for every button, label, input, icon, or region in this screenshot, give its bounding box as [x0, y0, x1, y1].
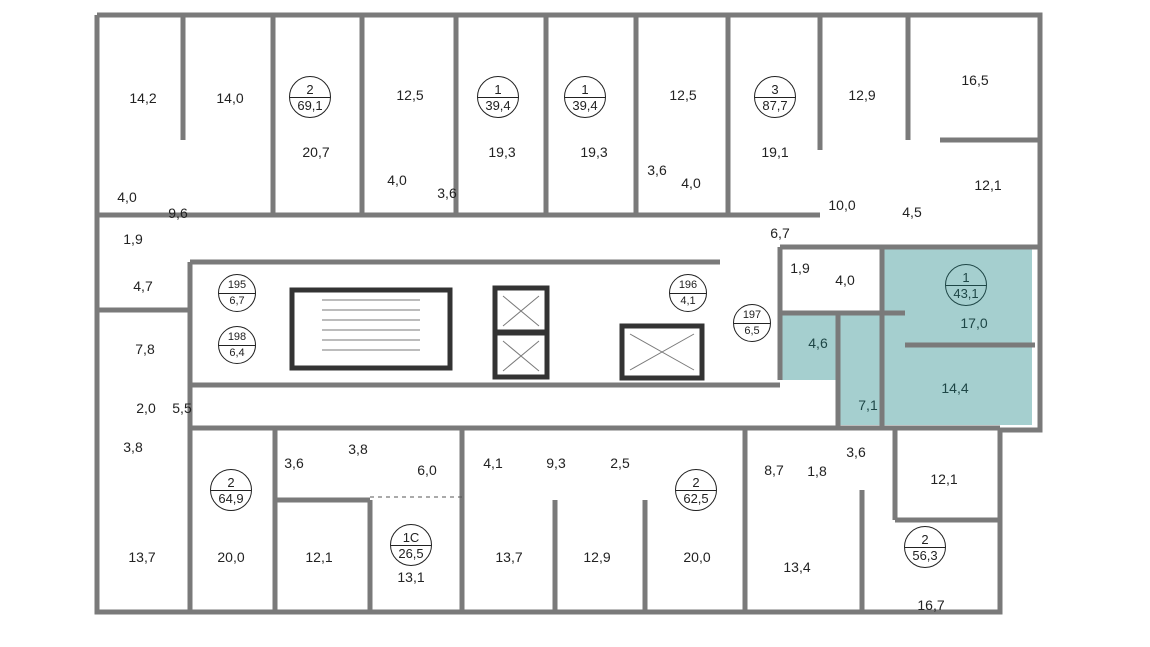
- room-area: 12,5: [396, 87, 424, 103]
- room-area: 4,0: [835, 272, 855, 288]
- room-area: 8,7: [764, 462, 784, 478]
- room-area: 4,5: [902, 204, 922, 220]
- room-area: 3,6: [437, 185, 457, 201]
- room-area: 12,9: [583, 549, 611, 565]
- elevator: [492, 330, 550, 380]
- apartment-area: 62,5: [683, 490, 709, 506]
- utility-number: 197: [734, 308, 770, 324]
- room-area: 12,9: [848, 87, 876, 103]
- room-area: 20,0: [683, 549, 711, 565]
- apartment-rooms: 3: [755, 82, 795, 98]
- room-area: 3,8: [348, 441, 368, 457]
- room-area: 6,7: [770, 225, 790, 241]
- room-area: 19,3: [488, 144, 516, 160]
- room-area: 4,0: [387, 172, 407, 188]
- apartment-rooms: 2: [290, 82, 330, 98]
- room-area: 4,7: [133, 278, 153, 294]
- room-area: 3,6: [647, 162, 667, 178]
- room-area: 7,8: [135, 341, 155, 357]
- room-area: 13,1: [397, 569, 425, 585]
- stairwell: [289, 287, 453, 371]
- utility-area: 6,5: [744, 324, 760, 337]
- room-area: 4,6: [808, 335, 828, 351]
- room-area: 14,4: [941, 380, 969, 396]
- room-area: 1,9: [123, 231, 143, 247]
- room-area: 4,1: [483, 455, 503, 471]
- room-area: 13,7: [128, 549, 156, 565]
- room-area: 3,8: [123, 439, 143, 455]
- apartment-area: 69,1: [297, 97, 323, 113]
- room-area: 4,0: [117, 189, 137, 205]
- room-area: 2,5: [610, 455, 630, 471]
- room-area: 12,5: [669, 87, 697, 103]
- elevator: [619, 323, 705, 381]
- room-area: 20,7: [302, 144, 330, 160]
- apartment-area: 87,7: [762, 97, 788, 113]
- room-area: 16,7: [917, 597, 945, 613]
- room-area: 3,6: [846, 444, 866, 460]
- room-area: 14,2: [129, 90, 157, 106]
- room-area: 16,5: [961, 72, 989, 88]
- apartment-rooms: 2: [905, 532, 945, 548]
- room-area: 1,9: [790, 260, 810, 276]
- room-area: 14,0: [216, 90, 244, 106]
- room-area: 12,1: [305, 549, 333, 565]
- utility-area: 4,1: [680, 294, 696, 307]
- room-area: 7,1: [858, 397, 878, 413]
- room-area: 20,0: [217, 549, 245, 565]
- utility-number: 198: [219, 330, 255, 346]
- room-area: 9,6: [168, 205, 188, 221]
- room-area: 19,3: [580, 144, 608, 160]
- room-area: 13,4: [783, 559, 811, 575]
- room-area: 1,8: [807, 463, 827, 479]
- room-area: 3,6: [284, 455, 304, 471]
- apartment-area: 26,5: [398, 545, 424, 561]
- room-area: 5,5: [172, 400, 192, 416]
- room-area: 2,0: [136, 400, 156, 416]
- apartment-rooms: 1C: [391, 530, 431, 546]
- room-area: 17,0: [960, 315, 988, 331]
- utility-number: 196: [670, 278, 706, 294]
- elevator: [492, 285, 550, 335]
- room-area: 12,1: [974, 177, 1002, 193]
- apartment-area: 39,4: [572, 97, 598, 113]
- room-area: 6,0: [417, 462, 437, 478]
- apartment-rooms: 2: [211, 475, 251, 491]
- apartment-rooms: 1: [565, 82, 605, 98]
- apartment-area: 64,9: [218, 490, 244, 506]
- room-area: 19,1: [761, 144, 789, 160]
- room-area: 10,0: [828, 197, 856, 213]
- apartment-rooms: 1: [478, 82, 518, 98]
- apartment-area: 39,4: [485, 97, 511, 113]
- room-area: 9,3: [546, 455, 566, 471]
- apartment-rooms: 2: [676, 475, 716, 491]
- utility-area: 6,4: [229, 346, 245, 359]
- utility-number: 195: [219, 278, 255, 294]
- utility-area: 6,7: [229, 294, 245, 307]
- apartment-area: 56,3: [912, 547, 938, 563]
- room-area: 13,7: [495, 549, 523, 565]
- apartment-area: 43,1: [953, 285, 979, 301]
- room-area: 4,0: [681, 175, 701, 191]
- room-area: 12,1: [930, 471, 958, 487]
- apartment-rooms: 1: [946, 270, 986, 286]
